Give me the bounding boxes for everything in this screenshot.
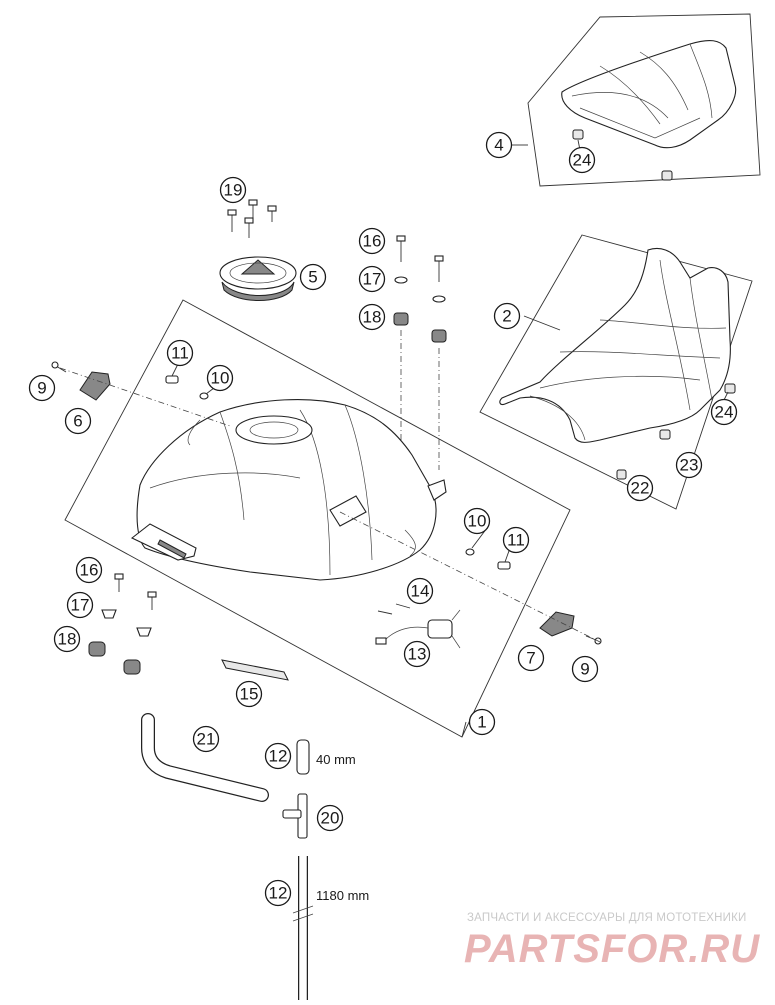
hose-long	[292, 856, 314, 1000]
screw-9-left	[51, 361, 67, 373]
svg-text:5: 5	[308, 268, 317, 287]
svg-text:13: 13	[408, 645, 427, 664]
svg-text:PARTSFOR.RU: PARTSFOR.RU	[464, 927, 760, 971]
svg-text:12: 12	[269, 747, 288, 766]
seat-group-box	[479, 234, 753, 510]
hose-long-length: 1180 mm	[316, 888, 369, 903]
callout-11-left: 11	[166, 339, 194, 367]
svg-text:16: 16	[80, 561, 99, 580]
callout-10-left: 10	[206, 364, 234, 392]
svg-text:18: 18	[58, 630, 77, 649]
pillion-rubber-buffer-b	[661, 170, 673, 181]
svg-text:4: 4	[494, 136, 503, 155]
svg-text:21: 21	[197, 730, 216, 749]
washer-10-right	[465, 548, 475, 556]
callout-7: 7	[517, 644, 545, 672]
svg-text:17: 17	[71, 596, 90, 615]
cap-screws	[227, 199, 277, 238]
svg-text:20: 20	[321, 809, 340, 828]
callout-14: 14	[406, 577, 434, 605]
callout-9-right: 9	[571, 655, 599, 683]
tank-mount-screw-right	[431, 255, 447, 470]
trim-strip	[221, 659, 289, 681]
pillion-group-box	[527, 13, 761, 187]
callout-12-short: 12	[264, 742, 292, 770]
hose-short-length: 40 mm	[316, 752, 356, 767]
lower-mount-hardware	[88, 573, 157, 675]
svg-text:22: 22	[631, 479, 650, 498]
svg-text:2: 2	[502, 307, 511, 326]
watermark-logo: PARTSFOR.RU	[464, 927, 760, 971]
callout-18-bottom: 18	[53, 625, 81, 653]
pillion-rubber-buffer-a	[572, 129, 584, 140]
svg-text:9: 9	[37, 379, 46, 398]
svg-text:19: 19	[224, 181, 243, 200]
svg-text:24: 24	[715, 403, 734, 422]
pillion-seat-cover	[561, 39, 737, 149]
callout-2: 2	[493, 302, 521, 330]
side-cover-left	[79, 371, 111, 401]
svg-text:9: 9	[580, 660, 589, 679]
svg-text:23: 23	[680, 456, 699, 475]
callout-17-bottom: 17	[66, 591, 94, 619]
svg-text:6: 6	[73, 412, 82, 431]
side-cover-right	[539, 611, 575, 637]
callout-10-right: 10	[463, 507, 491, 535]
callout-12-long: 12	[264, 879, 292, 907]
callout-21: 21	[192, 725, 220, 753]
callout-23: 23	[675, 451, 703, 479]
callout-24-seat: 24	[710, 398, 738, 426]
breather-hose-bent	[141, 713, 269, 802]
seat-buffer-23	[659, 429, 671, 440]
callout-19: 19	[219, 176, 247, 204]
callout-15: 15	[235, 680, 263, 708]
svg-text:16: 16	[363, 232, 382, 251]
clip-11-left	[165, 375, 179, 384]
callout-20: 20	[316, 804, 344, 832]
washer-10-left	[199, 392, 209, 400]
callout-16-top: 16	[358, 227, 386, 255]
svg-text:14: 14	[411, 582, 430, 601]
clip-11-right	[497, 561, 511, 570]
callout-1: 1	[468, 708, 496, 736]
callout-4: 4	[485, 131, 513, 159]
callout-5: 5	[299, 263, 327, 291]
callout-16-bottom: 16	[75, 556, 103, 584]
svg-text:18: 18	[363, 308, 382, 327]
hose-short	[296, 739, 310, 775]
svg-text:10: 10	[468, 512, 487, 531]
rider-seat	[499, 247, 731, 443]
callout-13: 13	[403, 640, 431, 668]
callout-22: 22	[626, 474, 654, 502]
screw-9-right	[585, 635, 602, 645]
seat-buffer-22	[616, 469, 627, 480]
tank-mount-screw-left	[393, 235, 409, 460]
svg-text:15: 15	[240, 685, 259, 704]
seat-rubber-buffer-24	[724, 383, 736, 394]
svg-text:11: 11	[171, 344, 189, 363]
svg-text:1: 1	[477, 713, 486, 732]
svg-text:10: 10	[211, 369, 230, 388]
callout-18-top: 18	[358, 303, 386, 331]
callout-9-left: 9	[28, 374, 56, 402]
fuel-tank	[130, 399, 447, 581]
svg-text:7: 7	[526, 649, 535, 668]
callout-6: 6	[64, 407, 92, 435]
callout-17-top: 17	[358, 265, 386, 293]
svg-text:11: 11	[507, 531, 525, 550]
fuel-filler-cap	[219, 256, 297, 301]
svg-text:24: 24	[573, 151, 592, 170]
callout-24-pillion: 24	[568, 146, 596, 174]
fuel-level-sensor	[375, 609, 461, 649]
sensor-screws	[377, 603, 411, 615]
svg-text:17: 17	[363, 270, 382, 289]
callout-11-right: 11	[502, 526, 530, 554]
t-piece	[282, 793, 308, 839]
svg-text:12: 12	[269, 884, 288, 903]
watermark-tagline: ЗАПЧАСТИ И АКСЕССУАРЫ ДЛЯ МОТОТЕХНИКИ	[467, 912, 747, 924]
